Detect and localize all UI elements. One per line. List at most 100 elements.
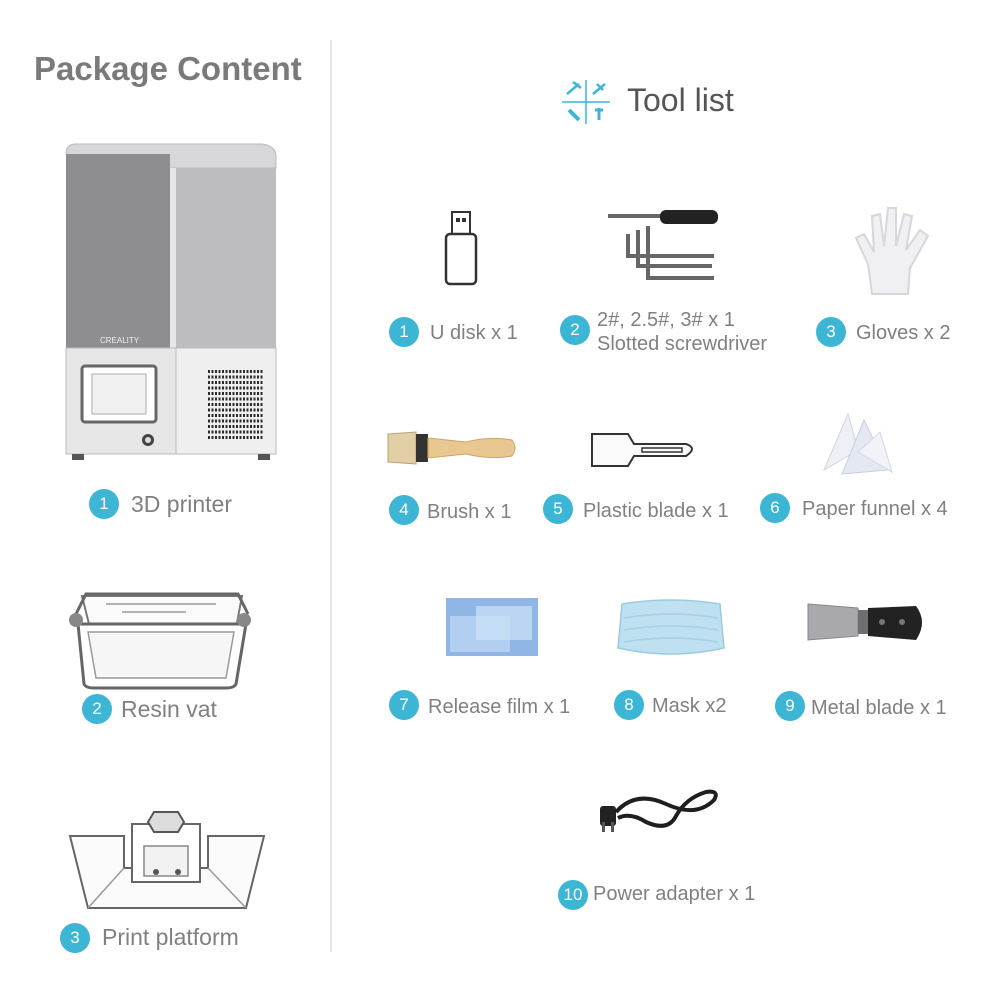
vent-hole: [208, 430, 210, 434]
vent-hole: [225, 408, 228, 412]
vent-hole: [218, 436, 221, 439]
tool-label: Slotted screwdriver: [597, 333, 768, 355]
vent-hole: [236, 392, 238, 395]
vent-hole: [253, 419, 256, 423]
vent-hole: [253, 370, 256, 373]
package-number-badge: 1: [89, 489, 119, 519]
column-divider: [330, 40, 332, 952]
vent-hole: [215, 430, 217, 434]
tool-list-title: Tool list: [627, 82, 734, 118]
vent-hole: [232, 392, 235, 395]
metal-blade-icon: [807, 603, 922, 641]
vent-hole: [225, 386, 228, 390]
vent-hole: [253, 403, 256, 406]
vent-hole: [208, 403, 210, 406]
vent-hole: [243, 425, 245, 428]
usb-drive-icon: [444, 211, 478, 286]
tool-label: Power adapter x 1: [593, 883, 756, 905]
vent-hole: [253, 436, 256, 439]
vent-hole: [236, 403, 238, 406]
vent-hole: [250, 392, 252, 395]
vent-hole: [246, 436, 249, 439]
vent-hole: [208, 414, 210, 417]
vent-hole: [215, 408, 217, 412]
vent-hole: [243, 370, 245, 373]
tool-label: Mask x2: [652, 695, 727, 717]
vent-hole: [239, 436, 242, 439]
vent-hole: [232, 403, 235, 406]
vent-hole: [225, 425, 228, 428]
vent-hole: [208, 370, 210, 373]
vent-hole: [243, 430, 245, 434]
vent-hole: [229, 430, 231, 434]
vent-hole: [232, 436, 235, 439]
vent-hole: [253, 392, 256, 395]
vent-hole: [239, 375, 242, 379]
vent-hole: [218, 397, 221, 401]
vent-hole: [257, 430, 259, 434]
vent-hole: [222, 403, 224, 406]
vent-hole: [243, 397, 245, 401]
vent-hole: [236, 414, 238, 417]
tool-number-badge: 3: [816, 317, 846, 347]
tool-label: Plastic blade x 1: [583, 500, 729, 522]
vent-hole: [257, 403, 259, 406]
plastic-blade-icon: [591, 433, 693, 467]
vent-hole: [229, 419, 231, 423]
vent-hole: [211, 375, 214, 379]
vent-hole: [225, 397, 228, 401]
vent-hole: [246, 392, 249, 395]
vent-hole: [222, 386, 224, 390]
vent-hole: [246, 375, 249, 379]
vent-hole: [222, 419, 224, 423]
tool-label: Metal blade x 1: [811, 697, 947, 719]
vent-hole: [246, 381, 249, 384]
vent-hole: [232, 375, 235, 379]
vent-hole: [232, 414, 235, 417]
vent-hole: [236, 370, 238, 373]
tool-number-badge: 9: [775, 691, 805, 721]
vent-hole: [225, 375, 228, 379]
package-item-label: Print platform: [102, 924, 239, 950]
vent-hole: [222, 414, 224, 417]
print-platform-icon: [68, 811, 266, 909]
vent-hole: [257, 408, 259, 412]
vent-hole: [243, 375, 245, 379]
vent-hole: [229, 386, 231, 390]
3d-printer-icon: CREALITY: [65, 143, 277, 460]
vent-hole: [250, 397, 252, 401]
vent-hole: [257, 392, 259, 395]
tools-icon: [562, 80, 610, 124]
vent-hole: [232, 386, 235, 390]
vent-hole: [215, 375, 217, 379]
vent-hole: [250, 375, 252, 379]
vent-hole: [215, 436, 217, 439]
vent-hole: [208, 436, 210, 439]
vent-hole: [243, 419, 245, 423]
vent-hole: [246, 414, 249, 417]
package-number-badge: 3: [60, 923, 90, 953]
vent-hole: [250, 419, 252, 423]
vent-hole: [218, 425, 221, 428]
vent-hole: [253, 430, 256, 434]
vent-hole: [229, 370, 231, 373]
vent-hole: [218, 381, 221, 384]
vent-hole: [246, 430, 249, 434]
vent-hole: [215, 397, 217, 401]
vent-hole: [211, 381, 214, 384]
vent-hole: [215, 419, 217, 423]
vent-hole: [232, 381, 235, 384]
vent-hole: [229, 403, 231, 406]
vent-hole: [253, 375, 256, 379]
vent-hole: [218, 408, 221, 412]
vent-hole: [232, 430, 235, 434]
vent-hole: [229, 397, 231, 401]
release-film-icon: [446, 598, 538, 656]
vent-hole: [211, 436, 214, 439]
vent-hole: [225, 419, 228, 423]
vent-hole: [250, 370, 252, 373]
vent-hole: [211, 392, 214, 395]
vent-hole: [239, 408, 242, 412]
vent-hole: [232, 370, 235, 373]
gloves-icon: [854, 207, 930, 295]
